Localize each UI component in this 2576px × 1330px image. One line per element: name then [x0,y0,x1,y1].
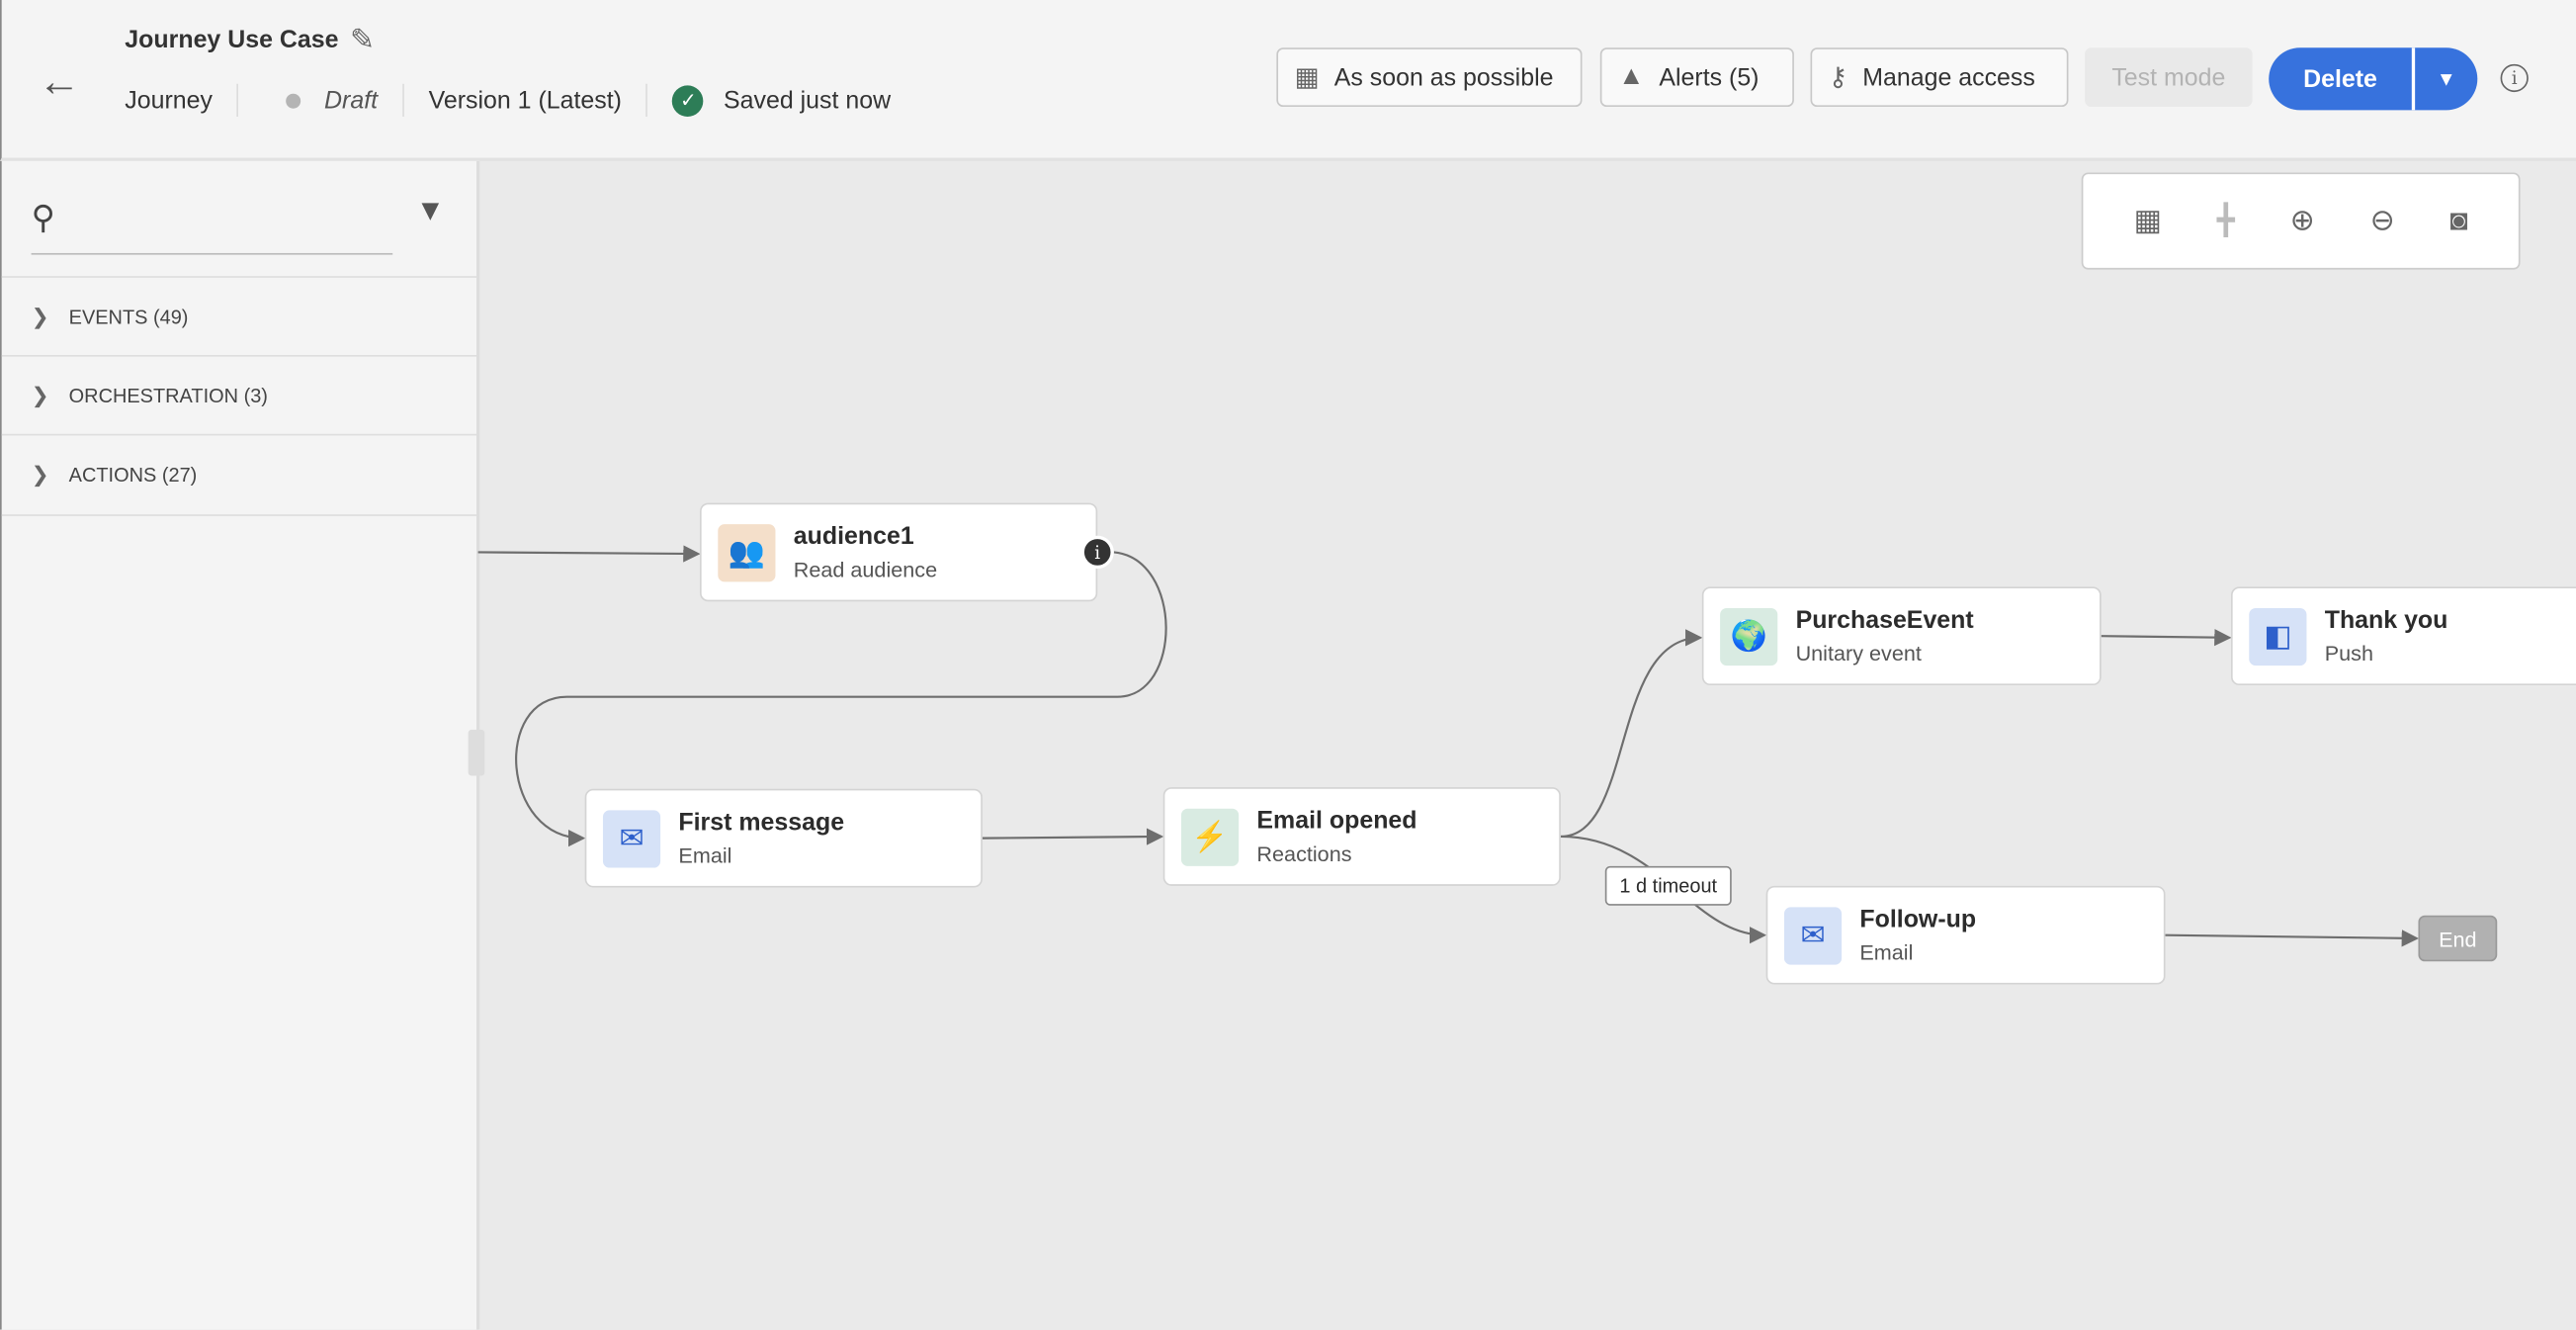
filter-icon[interactable]: ▼ [415,194,446,227]
info-icon[interactable]: i [1080,535,1114,570]
edge [982,828,1164,845]
divider [236,83,239,118]
node-title: First message [678,808,845,837]
edge [477,545,701,563]
timeout-label[interactable]: 1 d timeout [1604,865,1732,906]
align-icon[interactable]: ╋ [2216,204,2235,237]
node-title: Email opened [1256,807,1417,836]
category-events[interactable]: ❯ EVENTS (49) [1,276,476,356]
journey-type: Journey [125,86,214,115]
edit-pencil-icon[interactable]: ✎ [350,23,376,56]
node-title: Thank you [2324,606,2448,635]
alerts-button[interactable]: ▲ Alerts (5) [1599,47,1794,108]
back-arrow-icon[interactable]: ← [38,55,81,106]
sidebar-resize-handle[interactable] [468,729,485,776]
grid-icon[interactable]: ▦ [2133,204,2162,237]
push-notification-icon: ◧ [2249,607,2307,665]
search-field: ⚲ [31,191,393,255]
header: ← Journey Use Case ✎ Journey Draft Versi… [0,0,2576,161]
test-mode-label: Test mode [2111,62,2226,92]
canvas-toolbar: ▦ ╋ ⊕ ⊖ ◙ [2081,172,2521,270]
schedule-label: As soon as possible [1333,62,1554,92]
reaction-bolt-icon: ⚡ [1180,807,1240,866]
edge [2165,930,2419,947]
delete-button[interactable]: Delete [2269,47,2416,111]
divider [645,83,648,118]
alerts-label: Alerts (5) [1659,62,1760,92]
node-subtitle: Read audience [793,557,938,582]
audience-icon: 👥 [718,523,776,581]
edge [1560,629,1703,839]
schedule-button[interactable]: ▦ As soon as possible [1276,47,1583,108]
node-subtitle: Reactions [1256,841,1352,866]
calendar-icon: ▦ [1294,63,1320,93]
search-icon: ⚲ [31,200,55,237]
camera-icon[interactable]: ◙ [2449,204,2468,237]
node-subtitle: Email [678,842,732,868]
node-title: audience1 [793,522,914,551]
node-title: PurchaseEvent [1795,606,1974,635]
category-label: ACTIONS (27) [68,463,198,487]
category-actions[interactable]: ❯ ACTIONS (27) [1,433,476,516]
test-mode-button[interactable]: Test mode [2085,47,2253,108]
zoom-in-icon[interactable]: ⊕ [2289,204,2315,237]
search-input[interactable] [83,200,386,230]
divider [402,83,404,118]
version-label: Version 1 (Latest) [428,86,622,115]
category-label: ORCHESTRATION (3) [68,384,268,408]
status-dot-icon [286,92,301,108]
node-subtitle: Push [2324,641,2373,666]
category-orchestration[interactable]: ❯ ORCHESTRATION (3) [1,354,476,435]
chevron-right-icon: ❯ [31,462,49,487]
email-icon: ✉ [602,809,661,867]
globe-icon: 🌍 [1720,607,1778,665]
checkmark-icon: ✓ [672,84,705,117]
status-badge: Draft [324,86,379,115]
node-title: Follow-up [1859,905,1977,934]
journey-title: Journey Use Case [125,26,339,54]
chevron-down-icon[interactable]: ▼ [2436,67,2456,91]
node-subtitle: Email [1859,939,1914,965]
info-icon[interactable]: i [2500,63,2529,93]
key-icon: ⚷ [1828,63,1848,93]
edge [515,551,1167,847]
delete-split-button: Delete ▼ [2269,47,2478,111]
chevron-right-icon: ❯ [31,383,49,408]
chevron-right-icon: ❯ [31,304,49,329]
node-subtitle: Unitary event [1795,641,1922,666]
alert-icon: ▲ [1618,62,1645,91]
category-label: EVENTS (49) [68,306,189,329]
journey-meta: Journey Draft Version 1 (Latest) ✓ Saved… [125,82,891,119]
email-icon: ✉ [1783,906,1843,964]
activity-palette: ⚲ ▼ ❯ EVENTS (49) ❯ ORCHESTRATION (3) ❯ ACT… [0,160,480,1330]
manage-access-button[interactable]: ⚷ Manage access [1810,47,2069,108]
manage-access-label: Manage access [1862,62,2035,92]
edge [2101,629,2232,647]
zoom-out-icon[interactable]: ⊖ [2369,204,2395,237]
end-node[interactable]: End [2418,915,2498,962]
saved-status: Saved just now [724,86,892,115]
